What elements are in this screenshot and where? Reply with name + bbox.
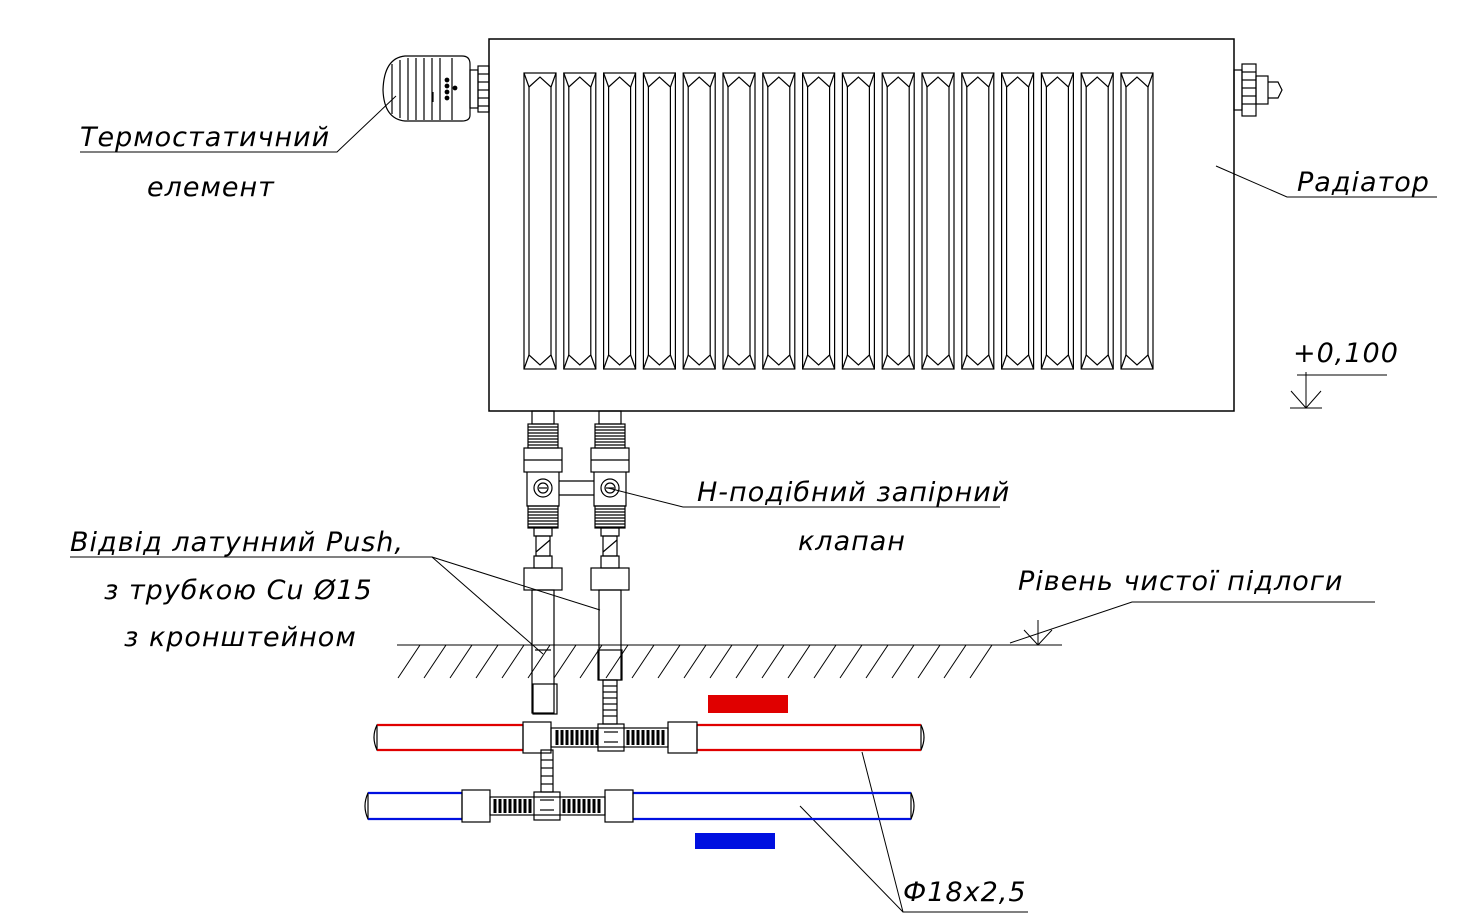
- radiator-panel: [602, 72, 637, 370]
- radiator-panel: [642, 72, 677, 370]
- thermostat-label-line1: Термостатичний: [80, 122, 331, 153]
- radiator-panel: [1120, 72, 1154, 370]
- radiator-panel: [1000, 72, 1035, 370]
- radiator-label: Радіатор: [1297, 167, 1430, 198]
- radiator-panel: [722, 72, 756, 370]
- connection-column: [523, 410, 563, 715]
- air-vent: [1233, 63, 1283, 117]
- radiator-panel: [1040, 72, 1075, 370]
- radiator-panel: [563, 72, 597, 370]
- pipe-size-label: Ф18х2,5: [903, 877, 1027, 908]
- supply-legend-bar: [708, 695, 788, 713]
- level-label: +0,100: [1293, 338, 1399, 369]
- radiator-panel: [523, 72, 557, 370]
- radiator-panel: [801, 72, 836, 370]
- return-pipe: [364, 791, 915, 821]
- leader-lines: [70, 95, 1437, 913]
- h-valve-label-line2: клапан: [798, 526, 906, 557]
- elbow-label-line3: з кронштейном: [124, 622, 357, 653]
- h-valve-label-line1: Н-подібний запірний: [697, 477, 1011, 508]
- radiator-panel: [841, 72, 876, 370]
- connection-column: [590, 410, 630, 725]
- level-mark: [1290, 372, 1387, 409]
- h-valve-assembly: [523, 410, 630, 725]
- radiator-panel: [682, 72, 716, 370]
- elbow-label-line2: з трубкою Cu Ø15: [104, 575, 373, 606]
- thermostat-label-line2: елемент: [147, 172, 275, 203]
- radiator-panel: [961, 72, 995, 370]
- radiator-panels: [523, 72, 1154, 370]
- thermostatic-element: [382, 55, 490, 122]
- floor-level-label: Рівень чистої підлоги: [1018, 566, 1344, 597]
- radiator: [488, 38, 1235, 412]
- radiator-body: [488, 38, 1235, 412]
- return-legend-bar: [695, 833, 775, 849]
- pipe-fittings: [461, 721, 698, 823]
- floor-line: [397, 620, 1062, 679]
- radiator-panel: [762, 72, 796, 370]
- elbow-label-line1: Відвід латунний Push,: [70, 527, 405, 558]
- radiator-panel: [881, 72, 915, 370]
- radiator-panel: [921, 72, 955, 370]
- radiator-panel: [1080, 72, 1114, 370]
